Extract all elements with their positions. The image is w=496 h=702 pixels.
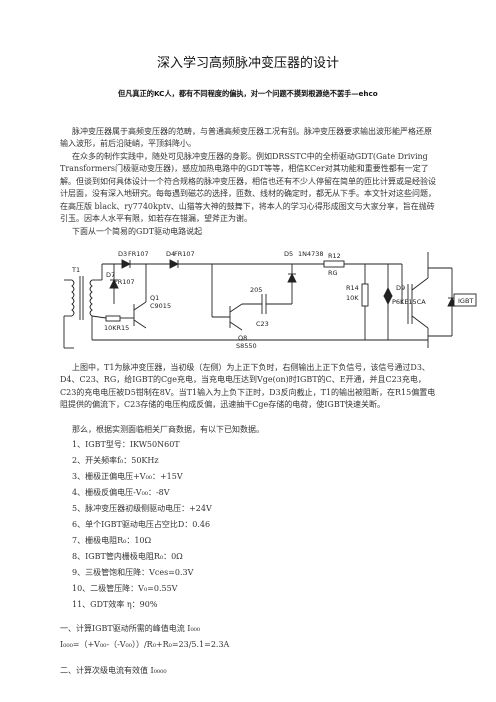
label-d3: D3 [118,250,127,258]
known-data-item: 10、二极管压降：V₀=0.55V [72,584,178,593]
label-1n4738: 1N4738 [298,250,324,258]
document-subtitle: 但凡真正的KC人，都有不同程度的偏执，对一个问题不摸到根源绝不罢手—ehco [118,89,378,98]
known-data-item: 7、栅极电阻R₀：10Ω [72,536,152,545]
known-data-item: 6、单个IGBT驱动电压占空比D：0.46 [72,520,211,529]
explanation-paragraph-1: 上图中，T1为脉冲变压器，当初级（左侧）为上正下负时，右侧输出上正下负信号，该信… [60,363,436,410]
label-rg: RG [328,269,338,277]
intro-paragraph-2: 在众多的制作实践中，随处可见脉冲变压器的身影。例如DRSSTC中的全桥驱动GDT… [60,152,436,224]
label-d5: D5 [284,250,293,258]
section-1-heading: 一、计算IGBT驱动所需的峰值电流 I₀₀₀ [60,624,201,633]
known-data-item: 5、脉冲变压器初级侧驱动电压：+24V [72,504,212,513]
label-c23: C23 [256,320,269,328]
label-r14-value: 10K [346,294,359,302]
label-d7: D7 [106,271,115,279]
section-2-heading: 二、计算次级电流有效值 I₀₀₀₀ [60,666,167,675]
label-q1: Q1 [150,294,159,302]
label-p6ke15ca: P6KE15CA [392,298,426,306]
label-q8: Q8 [238,334,247,342]
known-data-item: 3、栅极正偏电压+V₀₀：+15V [72,472,183,481]
document-title: 深入学习高频脉冲变压器的设计 [156,56,339,71]
label-t1: T1 [71,266,80,274]
intro-paragraph-3: 下面从一个简易的GDT驱动电路说起 [72,227,203,236]
label-fr107-3: FR107 [114,278,135,286]
gdt-circuit-diagram: T1 D3 FR107 D4 FR107 D5 1N4738 R12 RG D7… [63,250,477,350]
known-data-item: 9、三极管饱和压降：Vces=0.3V [72,568,194,577]
label-d4: D4 [166,250,175,258]
label-igbt: IGBT [458,297,473,305]
known-data-item: 11、GDT效率 η：90% [72,600,158,609]
label-r12: R12 [328,252,341,260]
label-s8550: S8550 [236,342,257,350]
label-d9: D9 [396,284,405,292]
label-r15: 10KR15 [104,324,129,332]
known-data-item: 4、栅极反偏电压-V₀₀：-8V [72,488,170,497]
label-fr107-2: FR107 [174,250,195,258]
known-data-item: 8、IGBT管内栅极电阻R₀：0Ω [72,552,183,561]
label-205: 205 [250,286,262,294]
label-r14: R14 [346,284,359,292]
known-data-item: 1、IGBT型号：IKW50N60T [72,440,180,449]
label-c9015: C9015 [150,302,171,310]
explanation-paragraph-2: 那么，根据实测面临相关厂商数据，有以下已知数据。 [72,425,264,434]
known-data-item: 2、开关频率f₀：50KHz [72,456,159,465]
intro-paragraph-1: 脉冲变压器属于高频变压器的范畴，与普通高频变压器工况有别。脉冲变压器要求输出波形… [60,127,432,149]
section-1-formula: I₀₀₀=（+V₀₀-（-V₀₀））/R₀+R₀=23/5.1=2.3A [60,640,230,649]
label-fr107-1: FR107 [128,250,149,258]
